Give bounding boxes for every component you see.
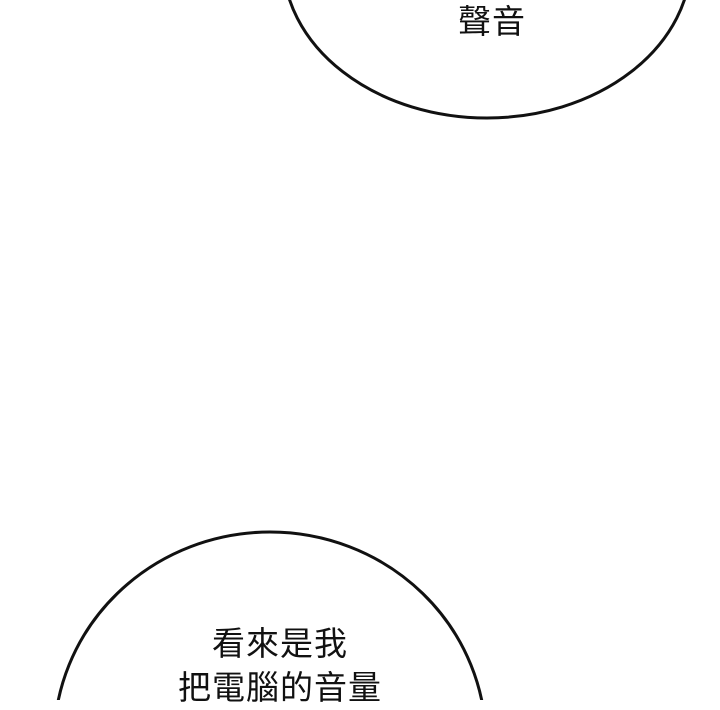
top-speech-bubble <box>288 0 686 120</box>
top-bubble-text: 聲音 <box>392 0 592 44</box>
top-bubble-line-1: 聲音 <box>458 2 526 41</box>
bottom-bubble-line-1: 看來是我 <box>212 624 348 663</box>
bottom-bubble-text: 看來是我 把電腦的音量 <box>130 622 430 710</box>
bottom-speech-bubble <box>56 530 484 700</box>
bottom-bubble-line-2: 把電腦的音量 <box>178 668 382 707</box>
